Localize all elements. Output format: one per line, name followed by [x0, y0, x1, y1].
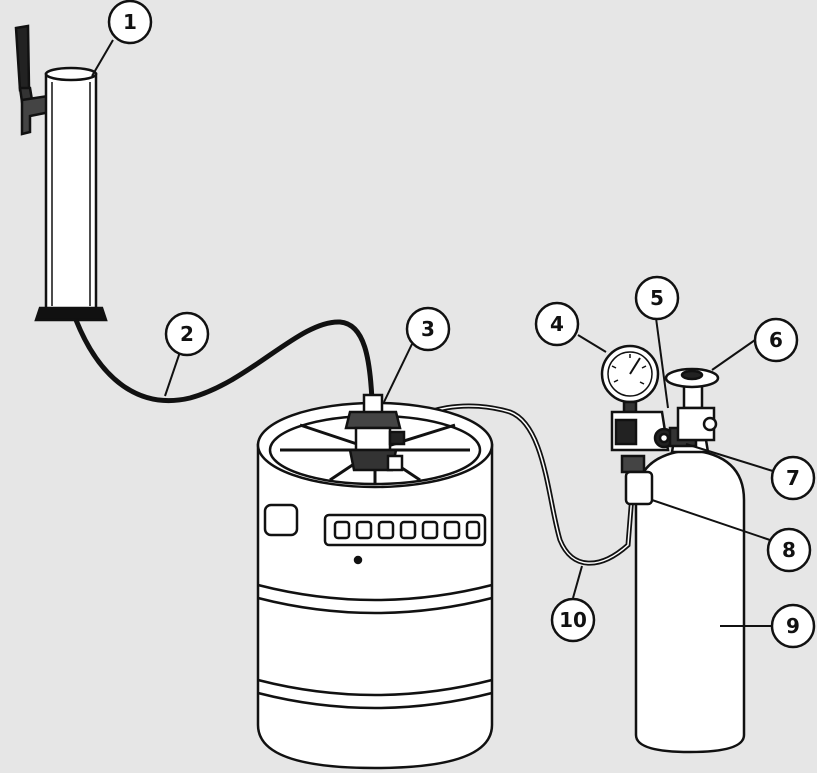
callout-3: 3 [405, 306, 451, 352]
svg-text:4: 4 [550, 312, 564, 336]
regulator-assembly [600, 344, 720, 506]
svg-text:1: 1 [123, 10, 137, 34]
beer-line [73, 319, 375, 404]
callout-8: 8 [766, 527, 812, 573]
svg-text:10: 10 [559, 608, 587, 632]
svg-text:8: 8 [782, 538, 796, 562]
callout-5: 5 [634, 275, 680, 321]
svg-text:3: 3 [421, 317, 435, 341]
svg-text:6: 6 [769, 328, 783, 352]
callout-6: 6 [753, 317, 799, 363]
svg-text:9: 9 [786, 614, 800, 638]
tower-base [34, 306, 108, 322]
svg-text:7: 7 [786, 466, 800, 490]
svg-text:5: 5 [650, 286, 664, 310]
callouts: 1 2 3 4 5 6 7 8 9 10 [107, 0, 816, 649]
callout-7: 7 [770, 455, 816, 501]
callout-9: 9 [770, 603, 816, 649]
callout-4: 4 [534, 301, 580, 347]
callout-2: 2 [164, 311, 210, 357]
callout-1: 1 [107, 0, 153, 45]
svg-text:2: 2 [180, 322, 194, 346]
callout-10: 10 [550, 597, 596, 643]
beer-tower [14, 24, 108, 322]
keg-coupler [344, 393, 406, 472]
tap-handle [14, 24, 31, 92]
leader-lines [91, 39, 777, 627]
keg [256, 401, 494, 770]
